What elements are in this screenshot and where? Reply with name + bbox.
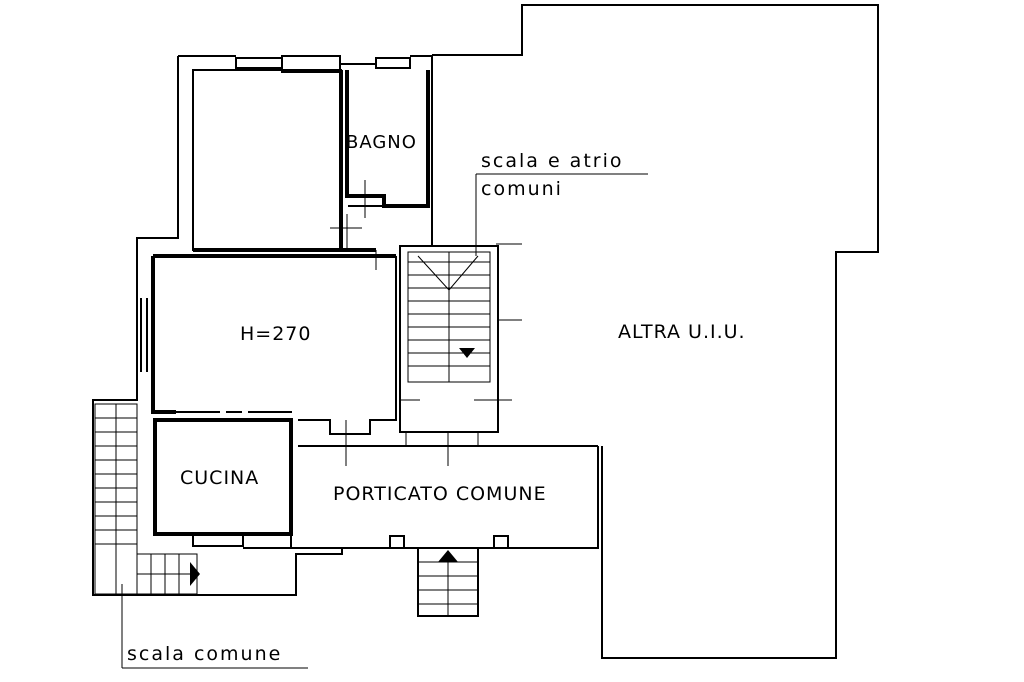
upper-room-walls [192, 69, 376, 252]
external-common-stair [94, 403, 200, 595]
scala-atrio-line2: comuni [481, 178, 563, 200]
north-windows [235, 55, 411, 73]
porticato-structures [345, 420, 509, 617]
ceiling-height-label: H=270 [240, 323, 311, 345]
scala-comune-label: scala comune [127, 643, 282, 665]
scala-comune-annotation: scala comune [121, 584, 308, 669]
altra-uiu-outline [432, 4, 879, 659]
scala-atrio-annotation: scala e atrio comuni [475, 150, 648, 256]
scala-atrio-line1: scala e atrio [481, 150, 624, 172]
cucina-label: CUCINA [180, 467, 259, 489]
altra-uiu-label: ALTRA U.I.U. [618, 321, 746, 343]
cucina-walls [153, 418, 342, 549]
bagno-walls [330, 70, 430, 270]
common-stairwell [399, 243, 522, 446]
porticato-label: PORTICATO COMUNE [333, 483, 547, 505]
living-room-walls [140, 254, 397, 435]
bagno-label: BAGNO [346, 132, 417, 153]
